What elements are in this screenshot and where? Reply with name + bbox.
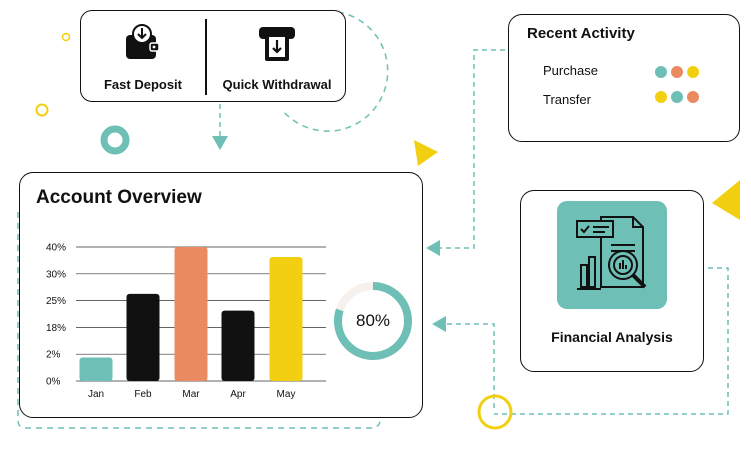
- progress-gauge: [334, 282, 412, 360]
- atm-withdraw-icon: [259, 27, 295, 61]
- account-overview-title: Account Overview: [36, 187, 202, 208]
- bar-feb: [126, 293, 160, 381]
- x-tick-label: Apr: [230, 389, 246, 400]
- recent-activity-card: Recent Activity Purchase Transfer: [508, 14, 740, 142]
- bar-may: [269, 257, 303, 381]
- x-tick-label: May: [277, 389, 296, 400]
- analysis-icon-tile: [557, 201, 667, 309]
- status-dot: [671, 91, 683, 103]
- status-dot: [687, 91, 699, 103]
- financial-analysis-label: Financial Analysis: [551, 329, 673, 345]
- x-tick-label: Mar: [182, 389, 200, 400]
- status-dot: [671, 66, 683, 78]
- bar-apr: [221, 310, 255, 381]
- quick-withdrawal-label: Quick Withdrawal: [222, 77, 332, 92]
- quick-withdrawal-button[interactable]: Quick Withdrawal: [207, 11, 347, 101]
- bar-jan: [79, 357, 113, 381]
- recent-activity-title: Recent Activity: [527, 25, 635, 42]
- y-tick-label: 18%: [46, 323, 66, 334]
- activity-label: Purchase: [543, 63, 598, 78]
- report-magnifier-icon: [576, 216, 647, 290]
- status-dot: [687, 66, 699, 78]
- y-tick-label: 30%: [46, 269, 66, 280]
- divider: [205, 19, 207, 95]
- y-tick-label: 25%: [46, 296, 66, 307]
- activity-item-purchase[interactable]: Purchase: [543, 63, 598, 78]
- activity-status-dots: [655, 91, 699, 103]
- y-tick-label: 40%: [46, 243, 66, 254]
- fast-deposit-button[interactable]: Fast Deposit: [81, 11, 205, 101]
- activity-label: Transfer: [543, 92, 591, 107]
- activity-status-dots: [655, 66, 699, 78]
- y-tick-label: 2%: [46, 350, 61, 361]
- fast-deposit-label: Fast Deposit: [103, 77, 182, 92]
- activity-item-transfer[interactable]: Transfer: [543, 92, 591, 107]
- x-tick-label: Feb: [134, 389, 152, 400]
- status-dot: [655, 66, 667, 78]
- y-tick-label: 0%: [46, 377, 61, 388]
- wallet-deposit-icon: [126, 24, 160, 59]
- x-tick-label: Jan: [88, 389, 104, 400]
- quick-actions-card: Fast Deposit Quick Withdrawal: [80, 10, 346, 102]
- gauge-value: 80%: [355, 311, 391, 330]
- bar-chart: 0% 2% 18% 25% 30% 40% Jan Feb Mar Apr May: [46, 243, 326, 400]
- status-dot: [655, 91, 667, 103]
- financial-analysis-card[interactable]: Financial Analysis: [520, 190, 704, 372]
- bar-mar: [174, 247, 208, 381]
